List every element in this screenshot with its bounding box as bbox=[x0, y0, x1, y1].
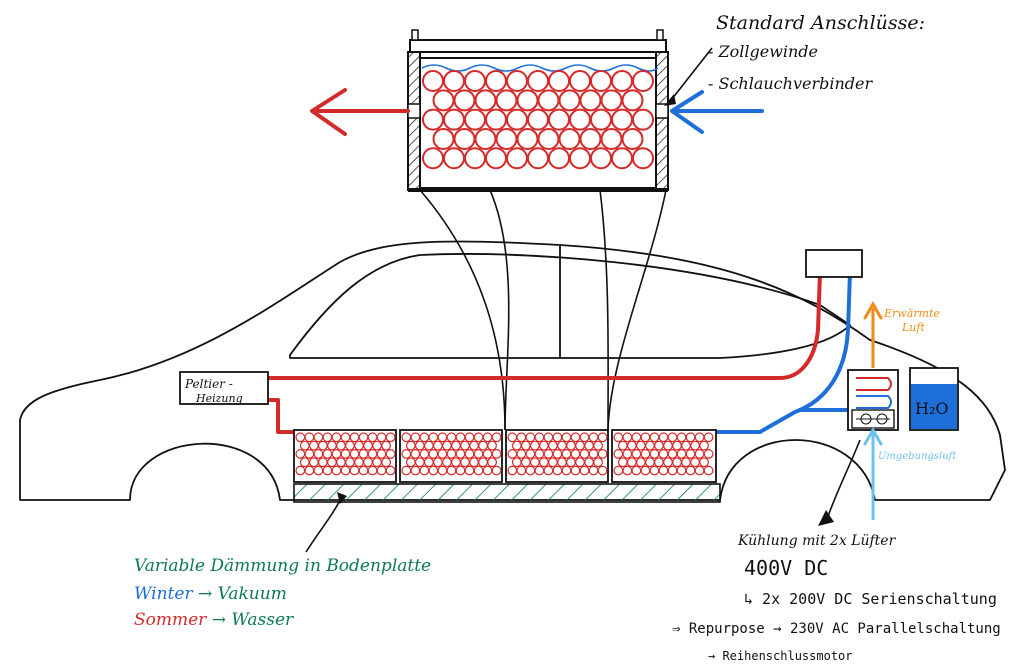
battery-cell bbox=[385, 465, 396, 476]
motor-note: → Reihenschlussmotor bbox=[708, 649, 853, 663]
battery-module bbox=[293, 429, 397, 483]
battery-cell bbox=[487, 440, 497, 451]
battery-detail bbox=[407, 29, 669, 192]
cooling-note: Kühlung mit 2x Lüfter bbox=[738, 533, 896, 549]
cooling-pointer bbox=[825, 439, 861, 523]
battery-cell bbox=[491, 465, 502, 476]
heat-exchanger-unit bbox=[847, 369, 899, 431]
hot-return-pipe bbox=[268, 398, 296, 434]
ambient-air-label: Umgebungsluft bbox=[878, 451, 957, 462]
winter-value: Vakuum bbox=[217, 584, 287, 604]
battery-cell bbox=[632, 108, 654, 131]
battery-cell bbox=[597, 465, 608, 476]
coolant-pipes bbox=[266, 270, 852, 434]
battery-cell bbox=[632, 70, 654, 92]
water-level-line bbox=[421, 64, 659, 72]
summer-line: Sommer → Wasser bbox=[134, 612, 293, 629]
insulation-plate bbox=[293, 483, 721, 503]
battery-cell bbox=[699, 440, 709, 451]
battery-cell bbox=[621, 127, 644, 150]
battery-pack bbox=[293, 429, 717, 483]
battery-cell bbox=[597, 432, 608, 443]
battery-cell bbox=[703, 449, 714, 459]
battery-module bbox=[505, 429, 609, 483]
warm-air-label-2: Luft bbox=[902, 321, 925, 334]
heater-label-1: Peltier - bbox=[184, 377, 233, 391]
summer-arrow: → bbox=[211, 610, 226, 630]
water-tank: H₂O bbox=[909, 367, 959, 431]
connector-pointer bbox=[667, 47, 713, 105]
battery-cell bbox=[703, 432, 714, 443]
battery-cells-detail bbox=[422, 70, 654, 170]
battery-cell bbox=[491, 432, 502, 443]
battery-module bbox=[399, 429, 503, 483]
connector-2: - Schlauchverbinder bbox=[708, 74, 873, 93]
battery-cell bbox=[621, 89, 644, 112]
battery-cell bbox=[597, 449, 608, 459]
winter-line: Winter → Vakuum bbox=[134, 586, 287, 603]
car-window bbox=[289, 253, 851, 359]
battery-cell bbox=[491, 449, 502, 459]
battery-cell bbox=[381, 440, 391, 451]
battery-wall-left bbox=[407, 51, 421, 191]
summer-season: Sommer bbox=[134, 610, 207, 630]
peltier-heater: Peltier - Heizung bbox=[179, 371, 269, 405]
insulation-pointer bbox=[305, 495, 343, 553]
winter-arrow: → bbox=[198, 584, 213, 604]
battery-cell bbox=[593, 457, 603, 468]
winter-season: Winter bbox=[134, 584, 193, 604]
series-note: ↳ 2x 200V DC Serienschaltung bbox=[744, 590, 997, 608]
battery-cell bbox=[385, 449, 396, 459]
cold-pipe bbox=[714, 270, 852, 434]
battery-cell bbox=[381, 457, 391, 468]
summer-value: Wasser bbox=[231, 610, 294, 630]
zoom-lines bbox=[419, 189, 667, 431]
reservoir-box bbox=[805, 249, 863, 278]
battery-cell bbox=[632, 147, 654, 170]
warm-air-label-1: Erwärmte bbox=[884, 307, 940, 320]
car-body bbox=[19, 240, 1006, 501]
battery-module bbox=[611, 429, 717, 483]
heater-label-2: Heizung bbox=[195, 392, 243, 405]
connector-1: - Zollgewinde bbox=[708, 42, 819, 61]
insulation-title: Variable Dämmung in Bodenplatte bbox=[134, 556, 432, 576]
water-tank-label: H₂O bbox=[915, 399, 948, 418]
battery-cell bbox=[385, 432, 396, 443]
battery-wall-right bbox=[655, 51, 669, 191]
hot-outlet-arrow bbox=[310, 88, 410, 136]
hot-pipe bbox=[266, 270, 822, 380]
battery-cell bbox=[703, 465, 714, 476]
repurpose-note: ⇒ Repurpose → 230V AC Parallelschaltung bbox=[672, 621, 1001, 637]
battery-lid bbox=[409, 39, 667, 53]
battery-cell bbox=[487, 457, 497, 468]
battery-cell bbox=[593, 440, 603, 451]
voltage-note: 400V DC bbox=[744, 556, 829, 580]
battery-cell bbox=[699, 457, 709, 468]
cold-inlet-arrow bbox=[670, 90, 764, 134]
connectors-title: Standard Anschlüsse: bbox=[716, 12, 926, 34]
ambient-air-arrow bbox=[863, 426, 883, 520]
warm-air-arrow bbox=[863, 300, 883, 368]
